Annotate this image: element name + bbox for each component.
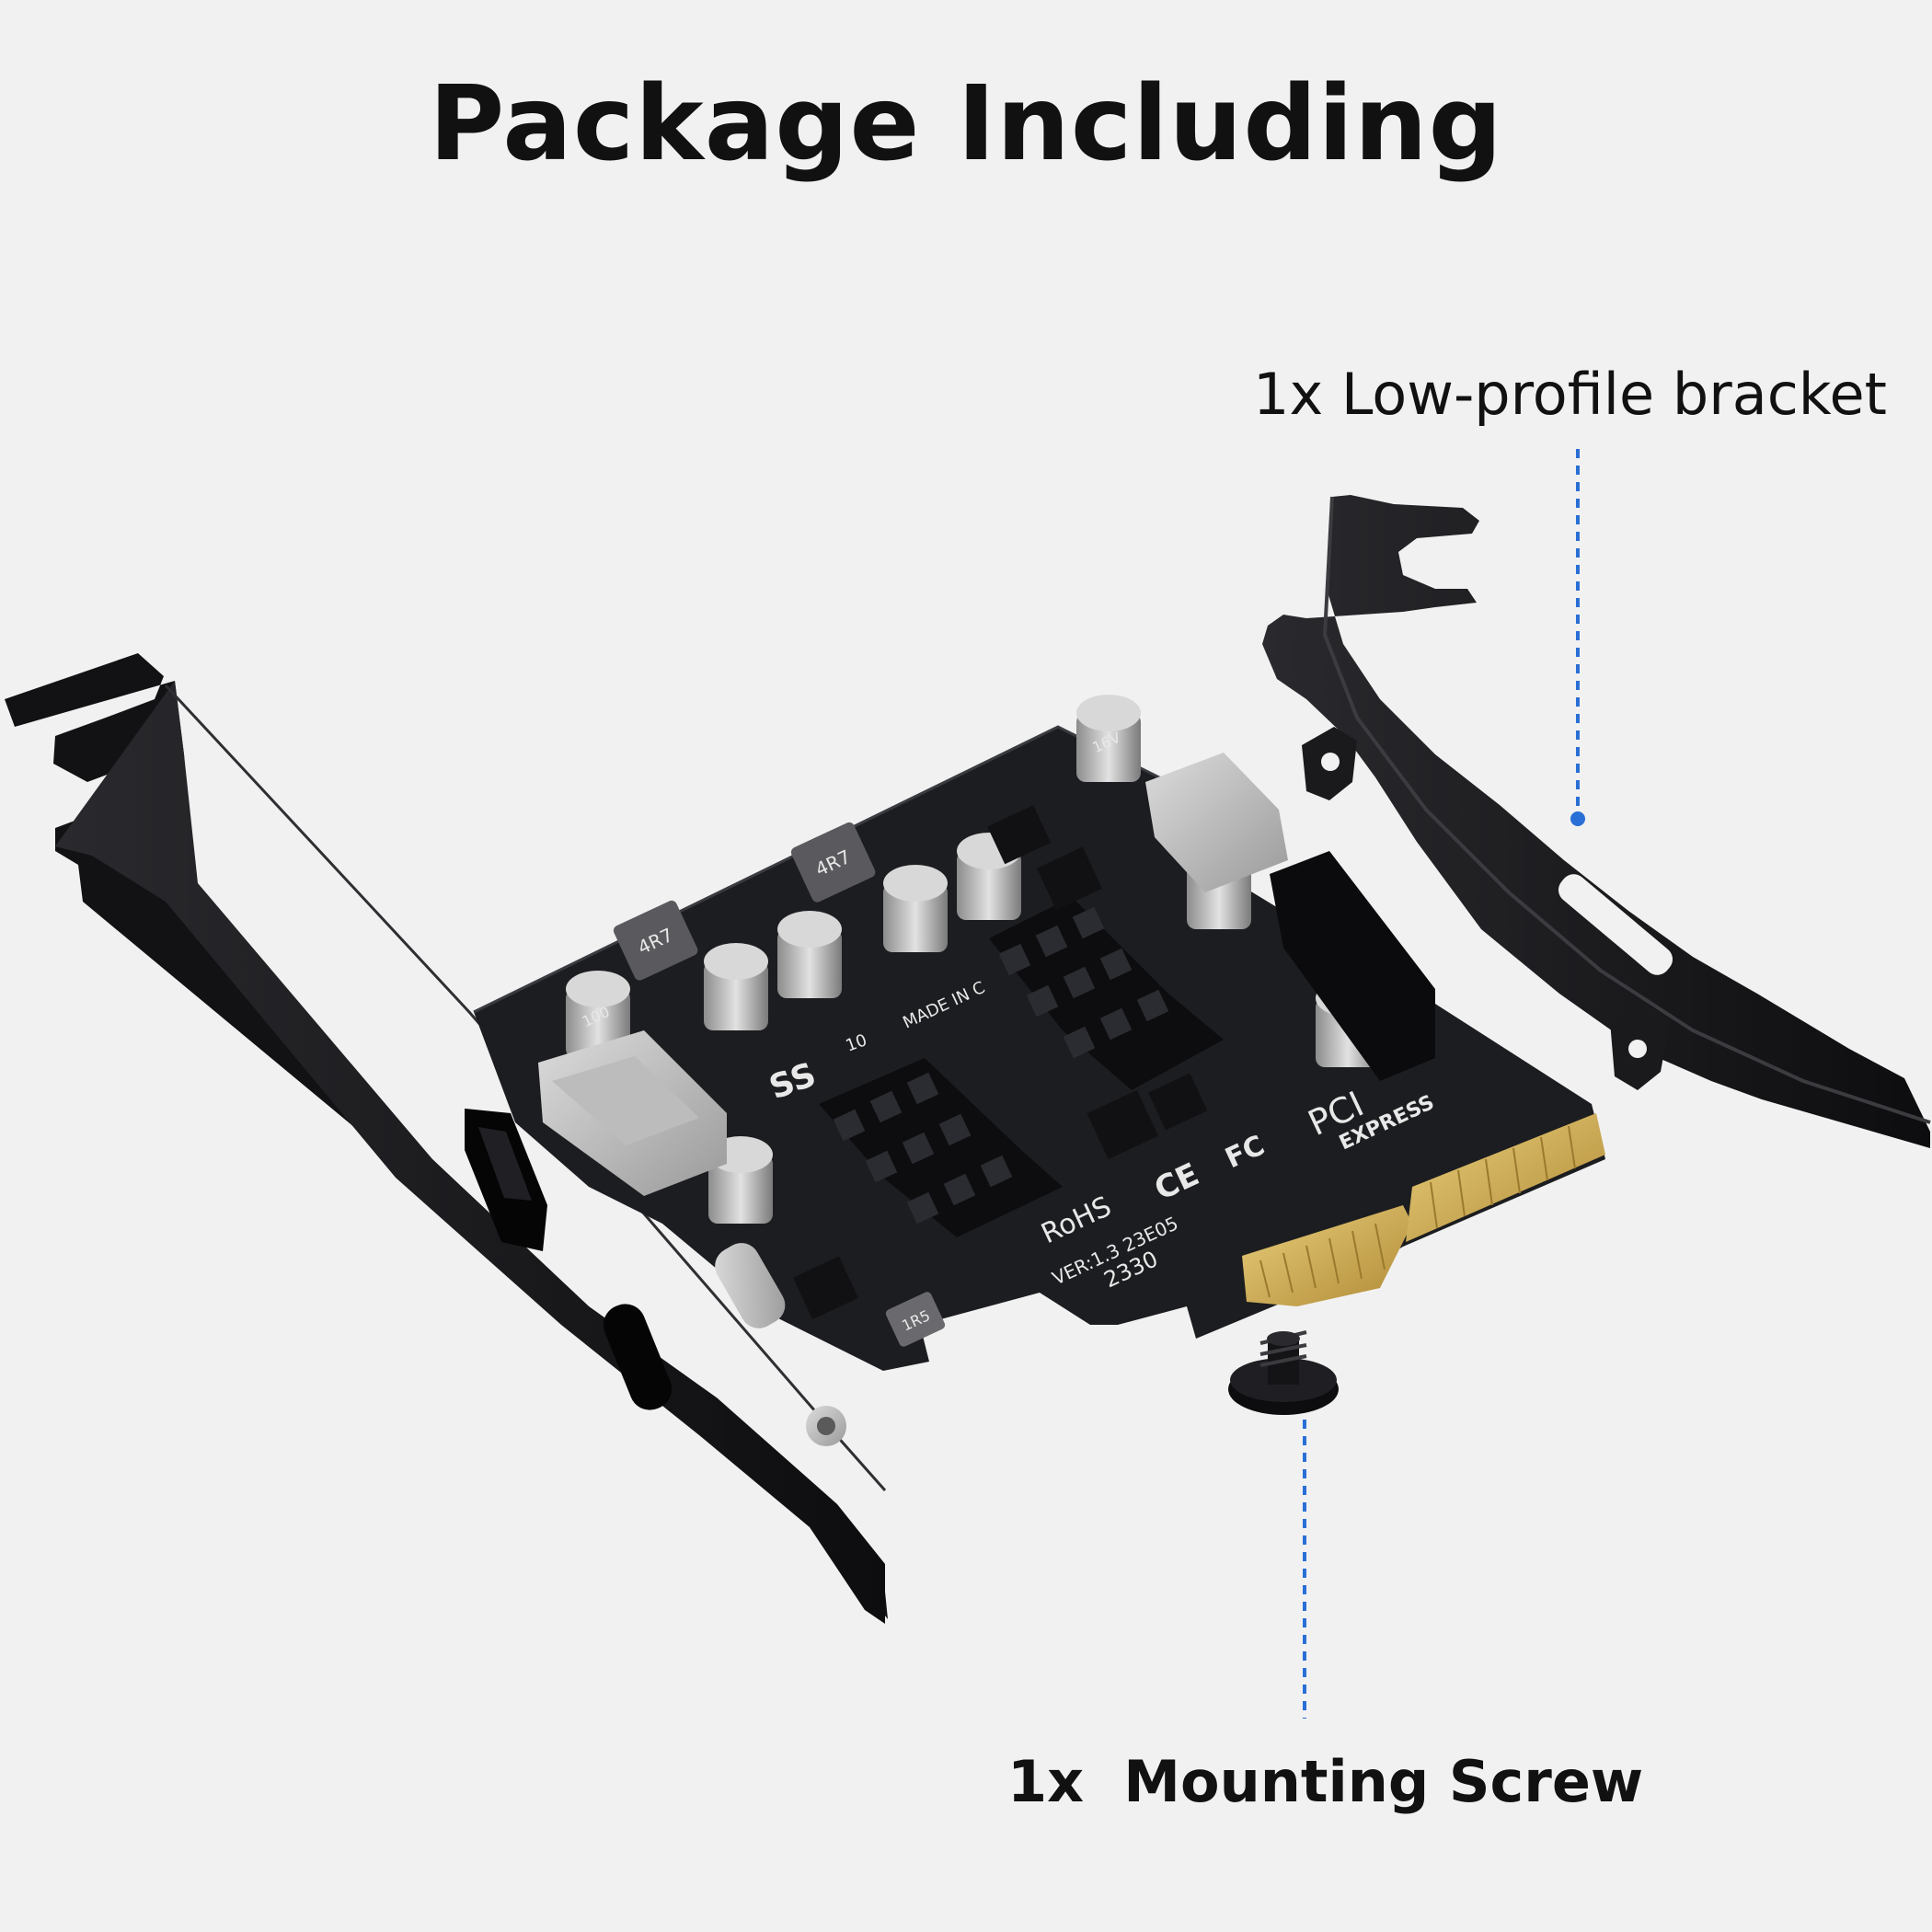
page-title: Package Including (429, 64, 1503, 184)
pcb-board: 4R7 4R7 1R5 100 16V (473, 695, 1605, 1371)
inductor-1: 4R7 (613, 900, 698, 981)
heatsink-small (819, 1058, 1063, 1237)
full-height-bracket (5, 653, 888, 1624)
inductor-3: 1R5 (885, 1292, 946, 1347)
bracket-leader-dot (1570, 811, 1585, 826)
capacitor (704, 943, 768, 1030)
usb-c-connector (715, 1243, 786, 1328)
capacitor (777, 911, 842, 998)
bracket-callout-label: 1x Low-profile bracket (1253, 361, 1887, 428)
capacitor (1076, 695, 1141, 782)
usb-a-connector (538, 1030, 727, 1196)
capacitor (883, 865, 948, 952)
ic-chips (792, 805, 1208, 1320)
inductor-2: 4R7 (790, 822, 876, 903)
low-profile-bracket (1262, 495, 1931, 1148)
heatsink-large (989, 897, 1224, 1090)
mounting-screw (1228, 1330, 1339, 1415)
screw-callout-label: 1x Mounting Screw (1007, 1748, 1644, 1815)
internal-header-connector (1145, 753, 1435, 1081)
